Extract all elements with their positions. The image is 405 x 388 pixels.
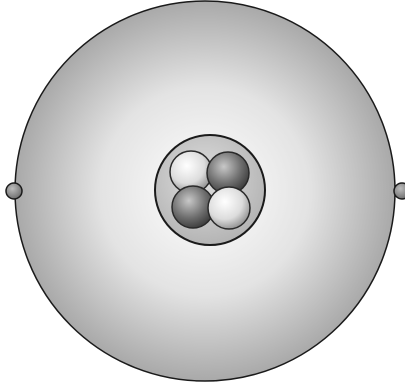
nucleus — [155, 135, 265, 245]
electron-right — [394, 183, 405, 199]
nucleus-particle-bottom-right — [208, 187, 250, 229]
electron-left — [6, 183, 22, 199]
